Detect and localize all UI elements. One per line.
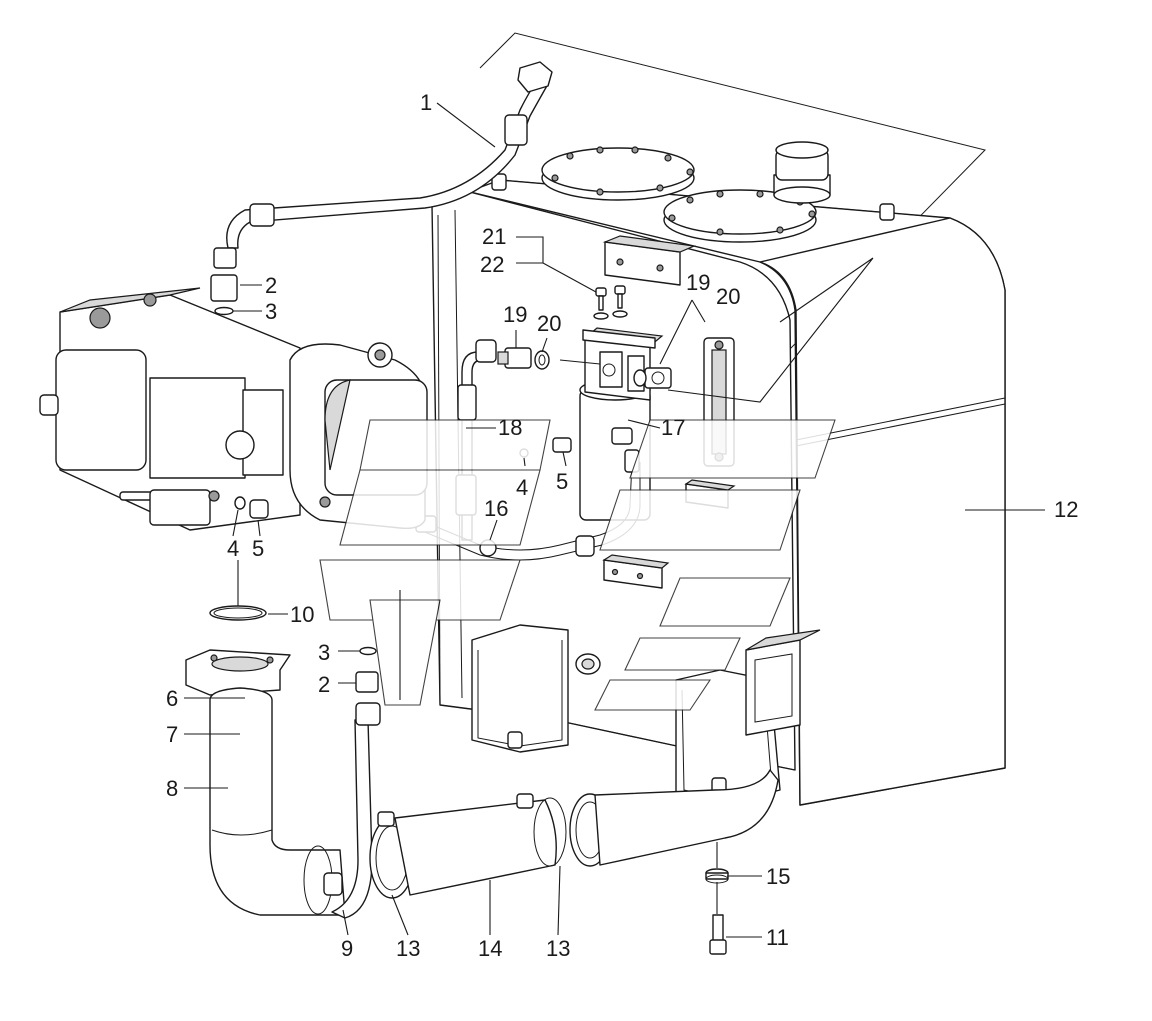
seal-20-left bbox=[534, 350, 550, 370]
screw-22 bbox=[612, 285, 628, 318]
tank-top-bolts bbox=[491, 173, 895, 221]
suction-flange bbox=[185, 649, 291, 696]
callout-18: 18 bbox=[498, 415, 522, 440]
oring-3-lower bbox=[359, 646, 377, 656]
support-bracket-box bbox=[745, 629, 821, 736]
callout-8: 8 bbox=[166, 776, 178, 801]
callout-13-left: 13 bbox=[396, 936, 420, 961]
callout-labels: 1 2 3 21 22 19 20 19 20 18 17 4 5 16 4 5… bbox=[166, 90, 1078, 961]
drain-port bbox=[575, 653, 601, 675]
suction-elbow-8 bbox=[209, 687, 346, 916]
seal-4-pump bbox=[234, 496, 246, 510]
callout-1: 1 bbox=[420, 90, 432, 115]
callout-19-right: 19 bbox=[686, 270, 710, 295]
pressure-hose-1 bbox=[213, 61, 553, 269]
callout-13-right: 13 bbox=[546, 936, 570, 961]
callout-2-lower: 2 bbox=[318, 672, 330, 697]
plug-5-pump bbox=[249, 499, 269, 519]
callout-11: 11 bbox=[766, 925, 789, 950]
callout-19-left: 19 bbox=[503, 302, 527, 327]
leader-lines bbox=[184, 102, 1045, 938]
callout-12: 12 bbox=[1054, 497, 1078, 522]
callout-3-lower: 3 bbox=[318, 640, 330, 665]
fitting-19-right bbox=[644, 367, 672, 389]
callout-4-pump: 4 bbox=[227, 536, 239, 561]
filter-clamp-bracket bbox=[582, 329, 656, 349]
screw-21 bbox=[593, 287, 609, 320]
tank-inspection-cover-right bbox=[663, 189, 817, 243]
callout-2-upper: 2 bbox=[265, 273, 277, 298]
suction-hose-14 bbox=[394, 797, 567, 896]
oring-3-upper bbox=[214, 306, 234, 316]
oring-10 bbox=[209, 605, 267, 621]
plug-5-panel bbox=[552, 437, 572, 453]
seal-20-right bbox=[633, 369, 647, 387]
adapter-2-lower bbox=[355, 671, 379, 693]
callout-14: 14 bbox=[478, 936, 502, 961]
callout-7: 7 bbox=[166, 722, 178, 747]
adapter-2-upper bbox=[210, 274, 238, 302]
panel-pad-lower bbox=[602, 554, 670, 589]
washer-15 bbox=[705, 868, 729, 884]
callout-4-panel: 4 bbox=[516, 475, 528, 500]
tank-inspection-cover-left bbox=[541, 146, 695, 201]
callout-20-right: 20 bbox=[716, 284, 740, 309]
fitting-panel bbox=[611, 427, 633, 445]
callout-6: 6 bbox=[166, 686, 178, 711]
upper-bracket bbox=[602, 235, 697, 286]
callout-20-left: 20 bbox=[537, 311, 561, 336]
callout-3-upper: 3 bbox=[265, 299, 277, 324]
fitting-19-left bbox=[497, 347, 532, 369]
callout-9: 9 bbox=[341, 936, 353, 961]
bolt-11 bbox=[709, 914, 727, 955]
filler-cap bbox=[773, 141, 831, 204]
callout-21: 21 bbox=[482, 224, 506, 249]
watermark-logo bbox=[319, 419, 836, 711]
tank-outlet-pipe bbox=[594, 769, 779, 866]
suction-hose-9 bbox=[323, 702, 381, 919]
support-bracket-left bbox=[471, 624, 569, 753]
callout-5-panel: 5 bbox=[556, 469, 568, 494]
callout-15: 15 bbox=[766, 864, 790, 889]
hydraulic-pump bbox=[39, 287, 301, 531]
callout-5-pump: 5 bbox=[252, 536, 264, 561]
callout-16: 16 bbox=[484, 496, 508, 521]
callout-10: 10 bbox=[290, 602, 314, 627]
callout-17: 17 bbox=[661, 415, 685, 440]
callout-22: 22 bbox=[480, 252, 504, 277]
